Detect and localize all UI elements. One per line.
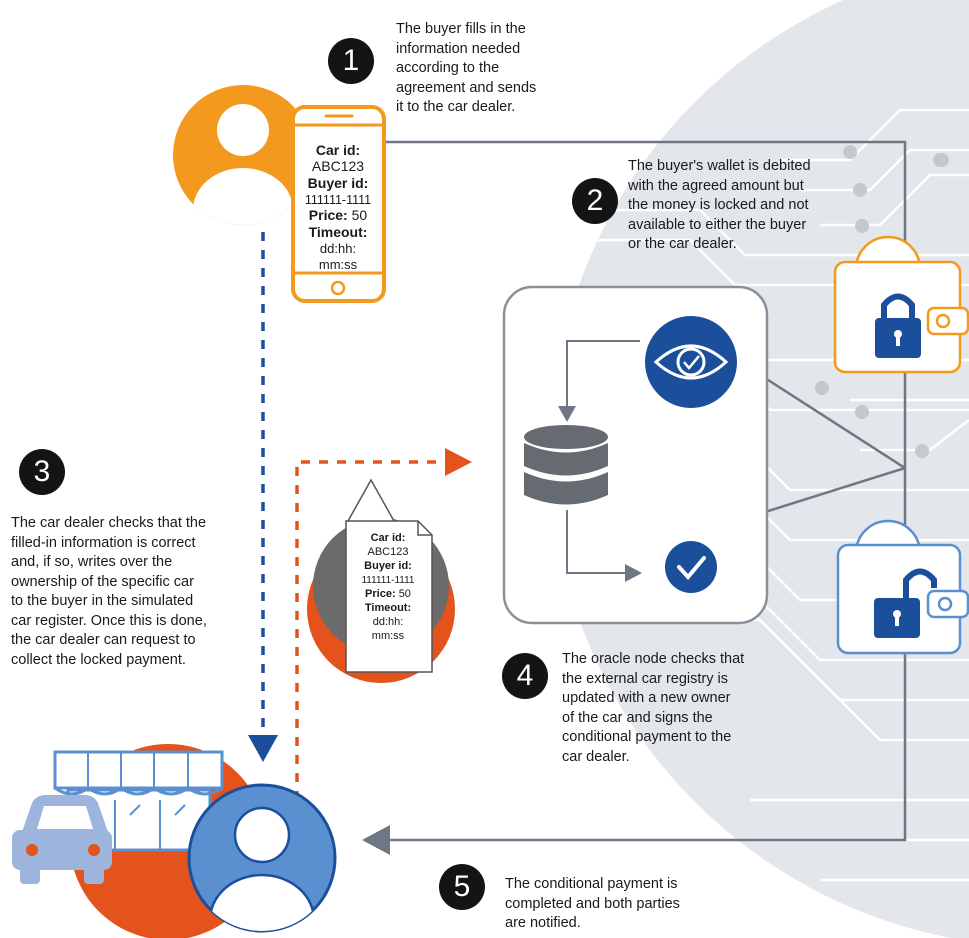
- buyer-avatar-icon: [173, 85, 313, 225]
- paper-timeout-value-2: mm:ss: [372, 630, 405, 642]
- paper-buyer-id-value: 111111-1111: [361, 575, 414, 586]
- phone-timeout-label: Timeout:: [309, 224, 368, 240]
- database-icon: [524, 425, 608, 505]
- phone-buyer-id-value: 111111-1111: [305, 193, 371, 207]
- phone-price-value: 50: [352, 207, 368, 223]
- svg-text:Price: 50: Price: 50: [309, 207, 368, 223]
- phone-car-id-value: ABC123: [312, 158, 364, 174]
- paper-timeout-label: Timeout:: [365, 602, 411, 614]
- phone-icon: [291, 105, 386, 303]
- paper-price-label: Price:: [365, 588, 396, 600]
- paper-card: Car id: ABC123 Buyer id: 111111-1111 Pri…: [361, 532, 414, 642]
- phone-timeout-value-1: dd:hh:: [320, 241, 356, 256]
- paper-price-value: 50: [399, 588, 411, 600]
- dealer-document: [307, 478, 455, 683]
- phone-buyer-id-label: Buyer id:: [308, 175, 369, 191]
- checkmark-icon: [665, 541, 717, 593]
- svg-text:Price: 50: Price: 50: [365, 588, 411, 600]
- shop-icon: [53, 750, 224, 852]
- wallet-locked-icon: [833, 235, 969, 374]
- paper-car-id-label: Car id:: [371, 532, 406, 544]
- phone-price-label: Price:: [309, 207, 348, 223]
- dashed-arrow-dealer-to-oracle: [295, 448, 472, 800]
- phone-card: Car id: ABC123 Buyer id: 111111-1111 Pri…: [305, 142, 371, 272]
- step-5-number: 5: [439, 864, 485, 910]
- paper-buyer-id-label: Buyer id:: [364, 560, 412, 572]
- flow-lines: [385, 140, 907, 842]
- paper-car-id-value: ABC123: [368, 546, 409, 558]
- car-icon: [12, 795, 112, 884]
- wallet-unlocked-icon: [836, 519, 969, 655]
- dealer-avatar-icon: [187, 783, 337, 933]
- phone-timeout-value-2: mm:ss: [319, 257, 358, 272]
- step-3-number: 3: [19, 449, 65, 495]
- dashed-arrow-buyer-to-dealer: [248, 232, 278, 762]
- oracle-node: [502, 285, 769, 625]
- car-dealer: [12, 744, 337, 938]
- step-1-number: 1: [328, 38, 374, 84]
- phone-car-id-label: Car id:: [316, 142, 360, 158]
- paper-timeout-value-1: dd:hh:: [373, 616, 404, 628]
- arrow-to-dealer: [362, 825, 390, 855]
- eye-icon: [645, 316, 737, 408]
- step-4-number: 4: [502, 653, 548, 699]
- step-2-number: 2: [572, 178, 618, 224]
